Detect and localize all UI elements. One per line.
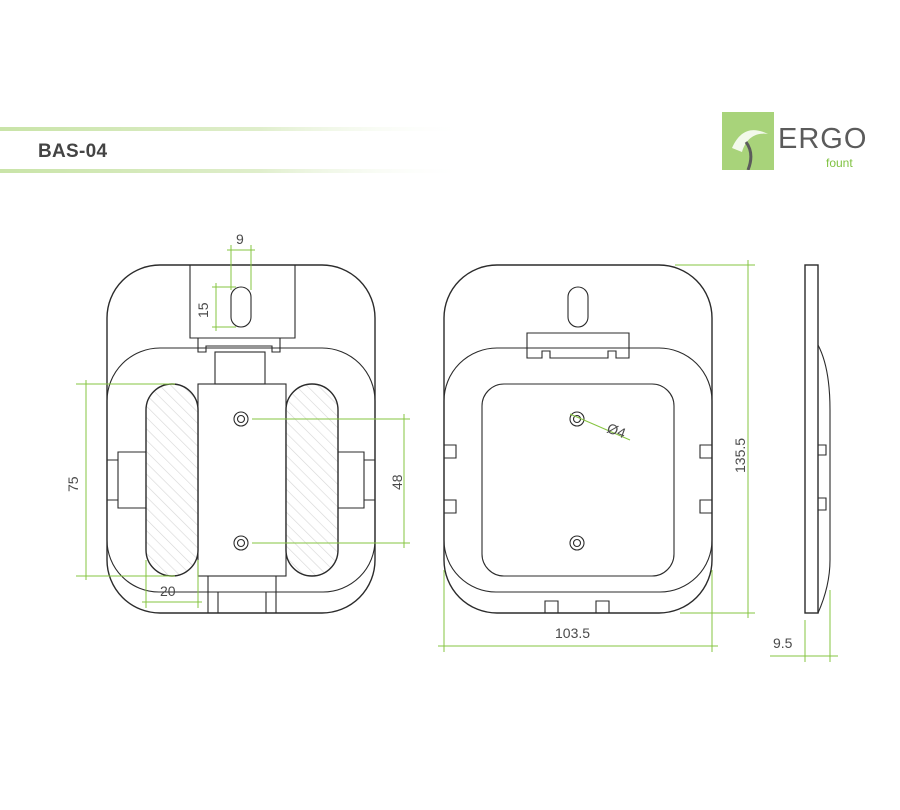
back-dimensions: Ø4 135.5 103.5 (438, 260, 755, 652)
logo-subtitle: fount (826, 156, 853, 170)
front-side-clip-right (338, 451, 375, 509)
ergo-fount-logo: ERGO fount (722, 112, 872, 188)
side-clip (818, 444, 827, 511)
front-side-clip-left (107, 451, 146, 509)
header-stripe-top (0, 127, 470, 131)
front-view (106, 264, 376, 614)
front-bottom-bracket (207, 576, 277, 613)
logo-mark-icon (722, 112, 774, 170)
front-hole-top-inner (236, 414, 246, 424)
back-hole-bottom-inner (572, 538, 582, 548)
back-view (443, 264, 713, 614)
back-hole-bottom (569, 535, 585, 551)
front-center-plate (197, 383, 287, 577)
front-hole-bottom (233, 535, 249, 551)
back-outer-frame (443, 264, 713, 614)
side-profile (817, 344, 831, 614)
back-hole-top (569, 411, 585, 427)
back-top-clip (526, 332, 630, 359)
dim-hole-diameter: Ø4 (605, 420, 628, 441)
side-view (804, 264, 831, 614)
dim-slot-width: 9 (236, 231, 244, 247)
back-recess-plate (481, 383, 675, 577)
logo-wordmark: ERGO (778, 123, 868, 155)
front-dimensions: 9 15 75 20 48 (65, 231, 410, 608)
dim-pad-width: 20 (160, 583, 176, 599)
dim-hole-spacing: 48 (389, 474, 405, 490)
front-pad-left (145, 383, 199, 577)
front-hole-bottom-inner (236, 538, 246, 548)
dim-total-height: 135.5 (732, 438, 748, 473)
front-keyhole-slot (230, 286, 252, 328)
front-pad-right (285, 383, 339, 577)
front-top-clip (197, 338, 281, 353)
dim-thickness: 9.5 (773, 635, 793, 651)
front-top-channel (214, 351, 266, 385)
side-dimensions: 9.5 (770, 590, 838, 662)
front-outer-frame (106, 264, 376, 614)
back-keyhole-slot (567, 286, 589, 328)
dim-pad-span: 75 (65, 476, 81, 492)
header-stripe-bottom (0, 169, 470, 173)
header-stripes (0, 127, 470, 173)
product-code: BAS-04 (38, 141, 108, 162)
back-notches-left (444, 444, 457, 514)
back-inner-frame (443, 347, 713, 593)
back-notches-bottom (544, 600, 610, 613)
header-band (0, 0, 900, 200)
dim-slot-height: 15 (195, 302, 211, 318)
front-inner-frame (106, 347, 376, 593)
dim-total-width: 103.5 (555, 625, 590, 641)
front-hole-top (233, 411, 249, 427)
front-top-bracket (189, 265, 296, 339)
side-plate (804, 264, 819, 614)
back-notches-right (699, 444, 712, 514)
